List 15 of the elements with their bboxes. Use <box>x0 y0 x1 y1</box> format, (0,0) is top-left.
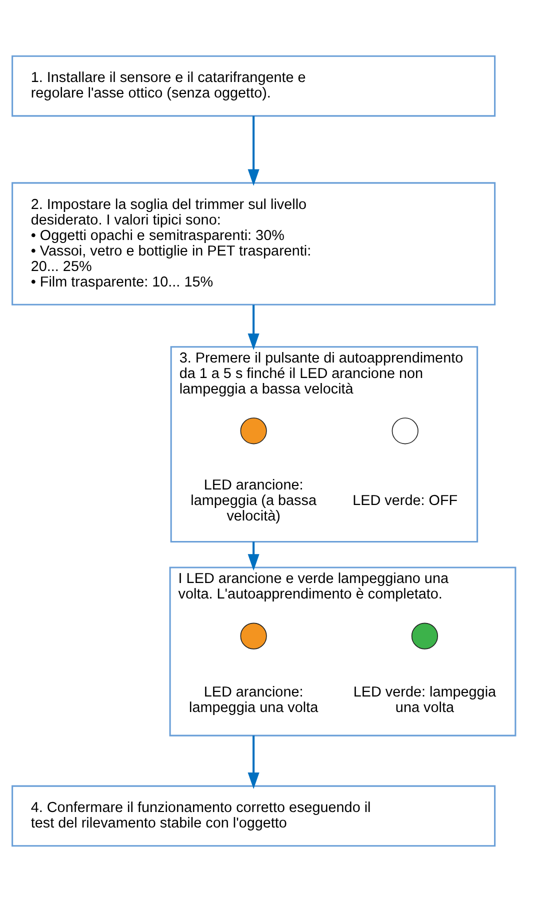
node-label: LED verde: lampeggia una volta <box>353 684 496 716</box>
arrow <box>248 541 260 570</box>
node-label: LED arancione: lampeggia (a bassa velocità) <box>190 476 317 524</box>
node-circle <box>411 622 438 649</box>
arrow <box>248 735 260 788</box>
arrow <box>248 304 260 350</box>
node-box: 2. Impostare la soglia del trimmer sul livello desiderato. I valori tipici sono: • Oggetti opachi e semitrasparenti: 30% • Vassoi, vetro e bottiglie in PET trasparenti: 20... 25% • Film trasparente: 10... 15% <box>12 182 496 305</box>
node-circle <box>240 622 267 649</box>
node-box: 4. Confermare il funzionamento corretto eseguendo il test del rilevamento stabile con l'oggetto <box>12 784 496 846</box>
node-circle <box>392 417 418 444</box>
arrow <box>248 115 260 186</box>
node-label: LED verde: OFF <box>352 492 458 508</box>
node-circle <box>240 417 267 444</box>
node-box: 1. Installare il sensore e il catarifrangente e regolare l'asse ottico (senza oggetto). <box>12 54 496 116</box>
node-label: LED arancione: lampeggia una volta <box>189 684 318 716</box>
